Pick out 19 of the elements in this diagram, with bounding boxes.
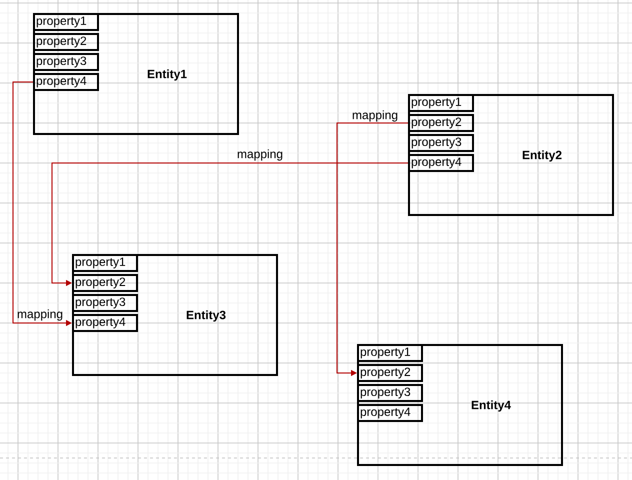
property-cell: property4 <box>72 314 138 332</box>
property-cell: property3 <box>72 294 138 312</box>
property-cell: property1 <box>357 344 423 362</box>
property-cell: property2 <box>72 274 138 292</box>
property-cell: property4 <box>357 404 423 422</box>
property-cell: property4 <box>408 154 474 172</box>
property-cell: property2 <box>33 33 99 51</box>
property-cell: property1 <box>408 94 474 112</box>
property-cell: property2 <box>357 364 423 382</box>
property-cell: property3 <box>408 134 474 152</box>
property-cell: property2 <box>408 114 474 132</box>
property-cell: property1 <box>33 13 99 31</box>
property-cell: property4 <box>33 73 99 91</box>
edge-label: mapping <box>352 110 398 122</box>
property-cell: property3 <box>33 53 99 71</box>
edge-label: mapping <box>18 309 62 321</box>
property-cell: property1 <box>72 254 138 272</box>
property-cell: property3 <box>357 384 423 402</box>
edge-label: mapping <box>238 149 282 161</box>
